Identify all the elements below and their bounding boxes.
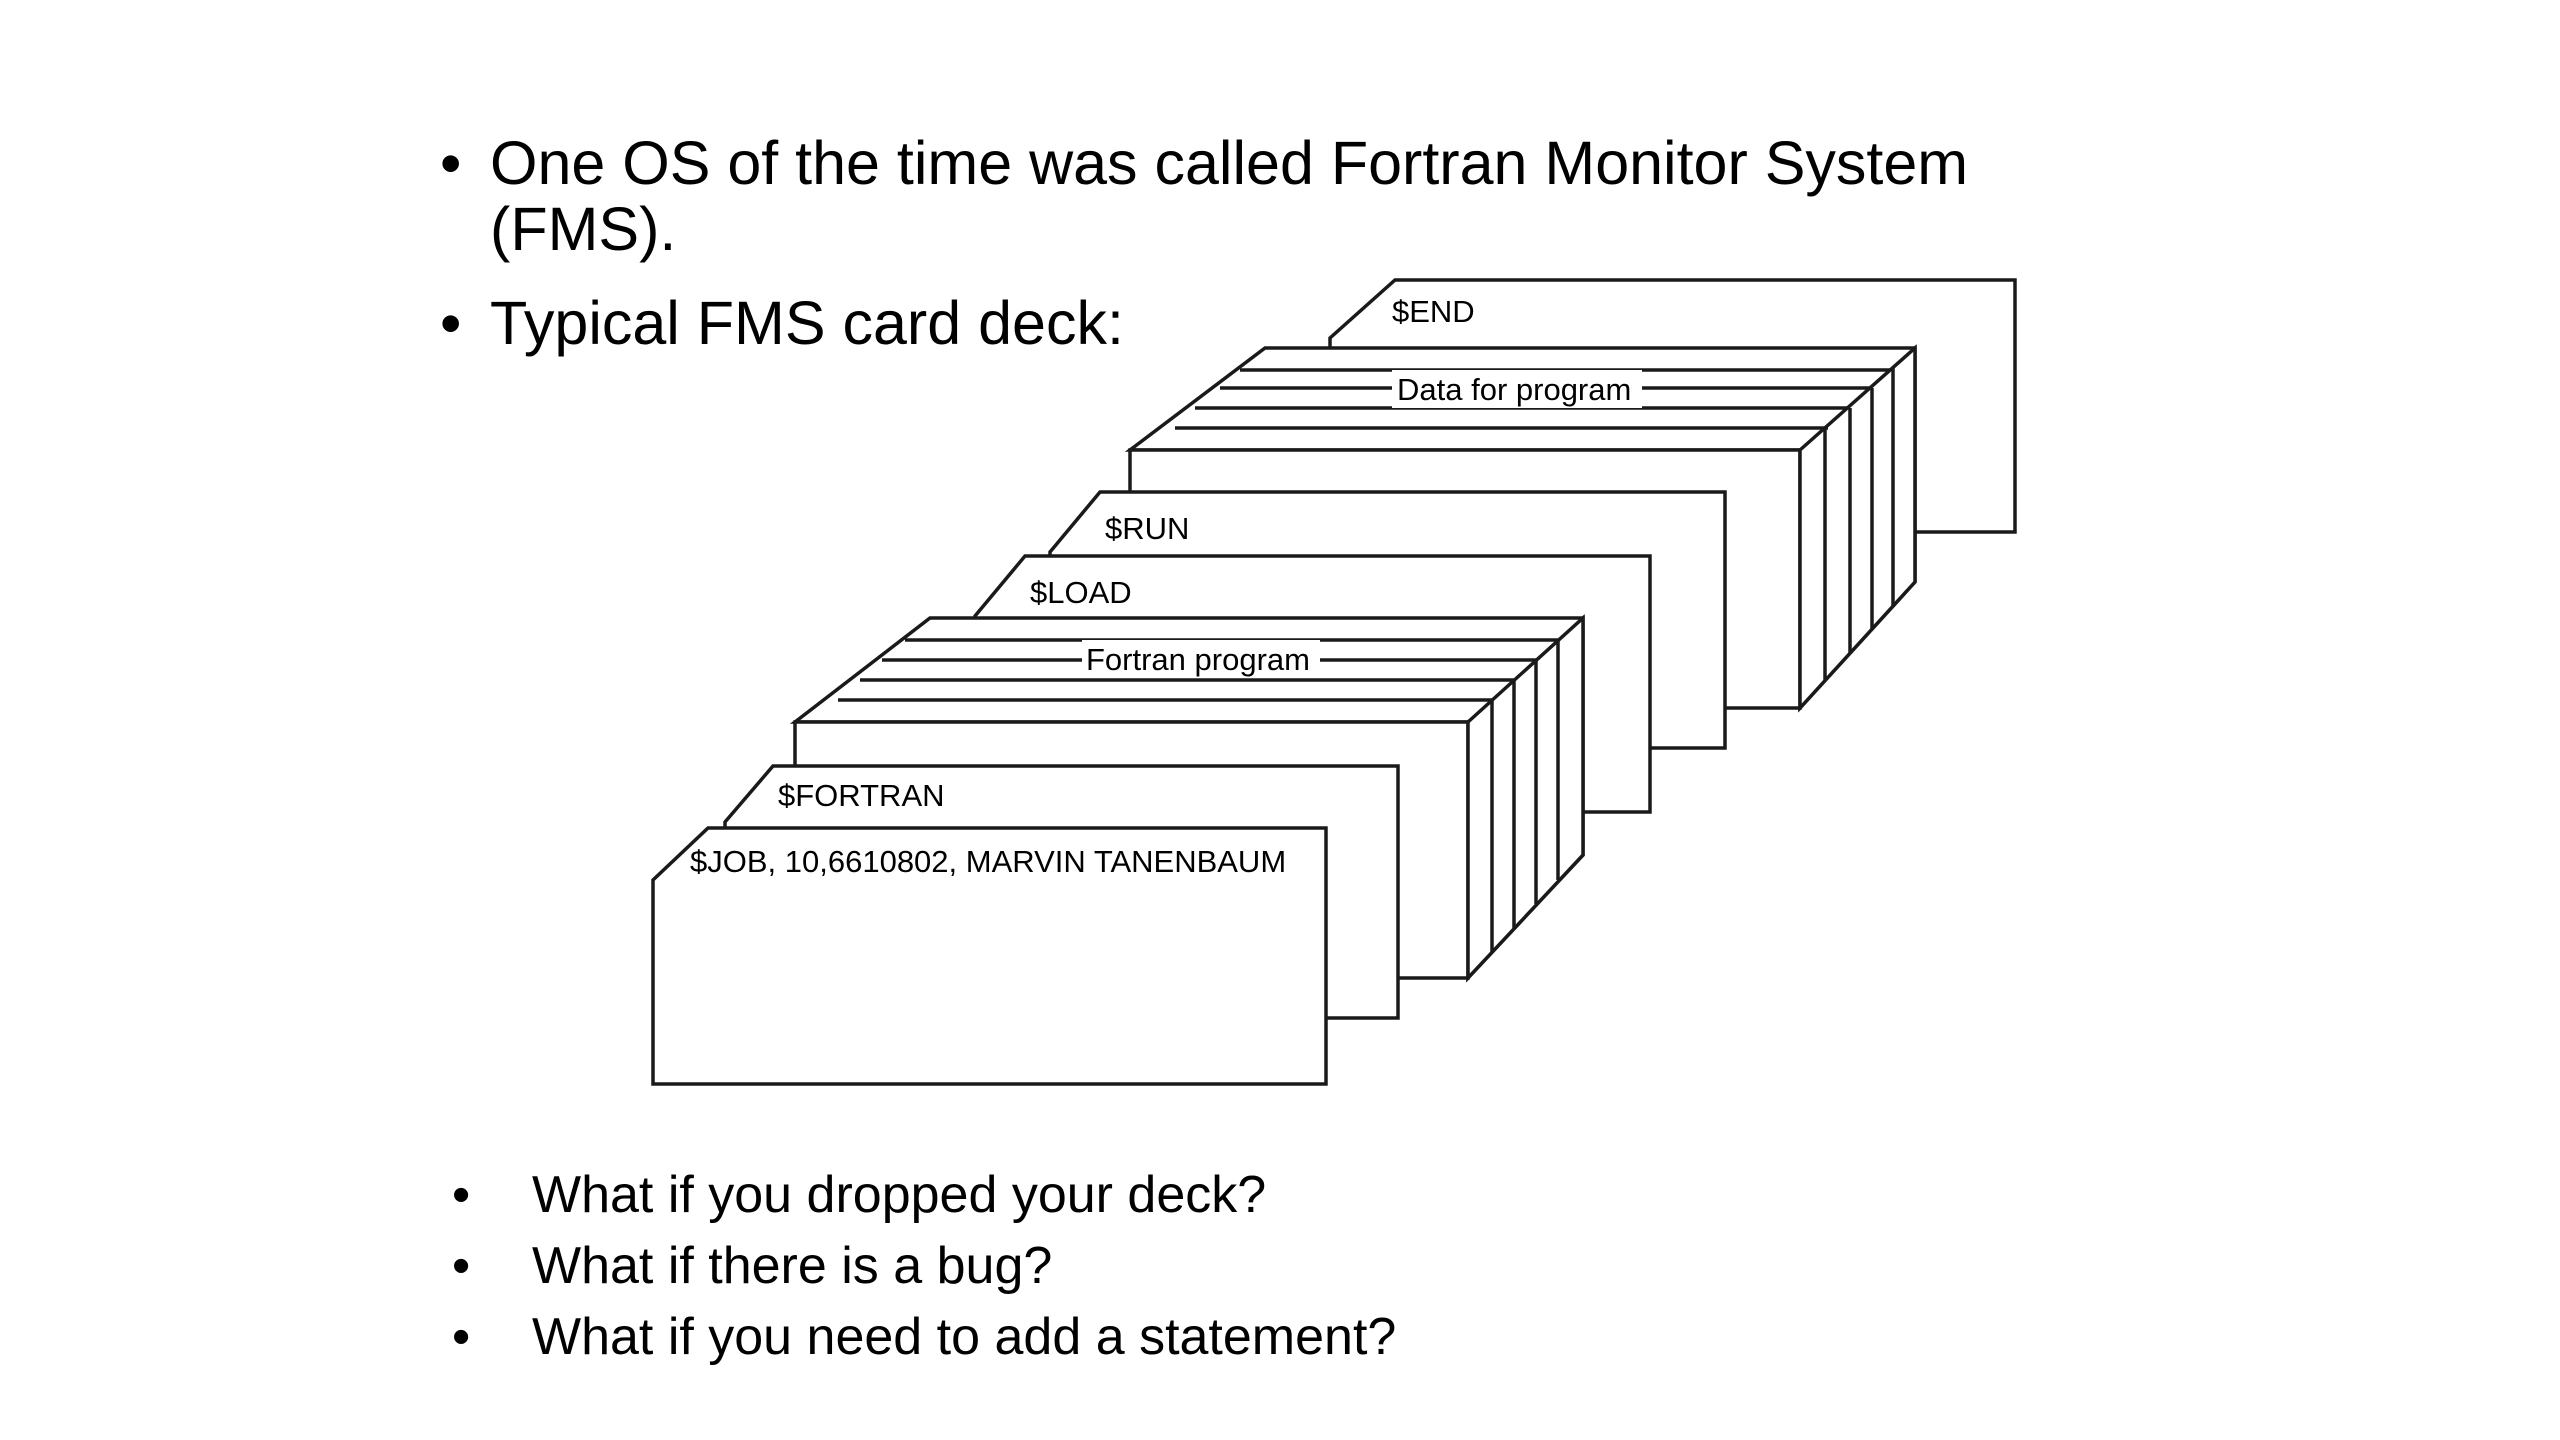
load-card-label: $LOAD bbox=[1030, 575, 1132, 610]
bullet-dot-icon: • bbox=[452, 1166, 471, 1224]
bullet-dot-icon: • bbox=[452, 1237, 471, 1295]
question-bullet-dropped-deck: • What if you dropped your deck? bbox=[452, 1160, 1952, 1231]
intro-bullet-list: • One OS of the time was called Fortran … bbox=[440, 130, 2140, 384]
end-card-label: $END bbox=[1392, 294, 1475, 329]
question-bullet-bug: • What if there is a bug? bbox=[452, 1231, 1952, 1302]
intro-bullet-text: One OS of the time was called Fortran Mo… bbox=[490, 129, 1969, 263]
question-bullet-text: What if you need to add a statement? bbox=[532, 1308, 1397, 1366]
data-label-bg bbox=[1392, 370, 1642, 408]
bullet-dot-icon: • bbox=[440, 289, 462, 357]
run-card-label: $RUN bbox=[1105, 511, 1189, 546]
question-bullet-list: • What if you dropped your deck? • What … bbox=[452, 1160, 1952, 1373]
fortran-card-label: $FORTRAN bbox=[778, 778, 945, 813]
bullet-dot-icon: • bbox=[452, 1308, 471, 1366]
question-bullet-text: What if you dropped your deck? bbox=[532, 1166, 1267, 1224]
job-card bbox=[651, 826, 1328, 1086]
job-card-label: $JOB, 10,6610802, MARVIN TANENBAUM bbox=[690, 844, 1286, 879]
intro-bullet-card-deck: • Typical FMS card deck: bbox=[440, 290, 2140, 356]
data-block-label: Data for program bbox=[1397, 372, 1631, 407]
bullet-dot-icon: • bbox=[440, 129, 462, 197]
question-bullet-add-statement: • What if you need to add a statement? bbox=[452, 1302, 1952, 1373]
program-block-label: Fortran program bbox=[1086, 642, 1310, 677]
program-label-bg bbox=[1082, 640, 1320, 678]
question-bullet-text: What if there is a bug? bbox=[532, 1237, 1053, 1295]
intro-bullet-fms: • One OS of the time was called Fortran … bbox=[440, 130, 2140, 262]
intro-bullet-text: Typical FMS card deck: bbox=[490, 289, 1124, 357]
